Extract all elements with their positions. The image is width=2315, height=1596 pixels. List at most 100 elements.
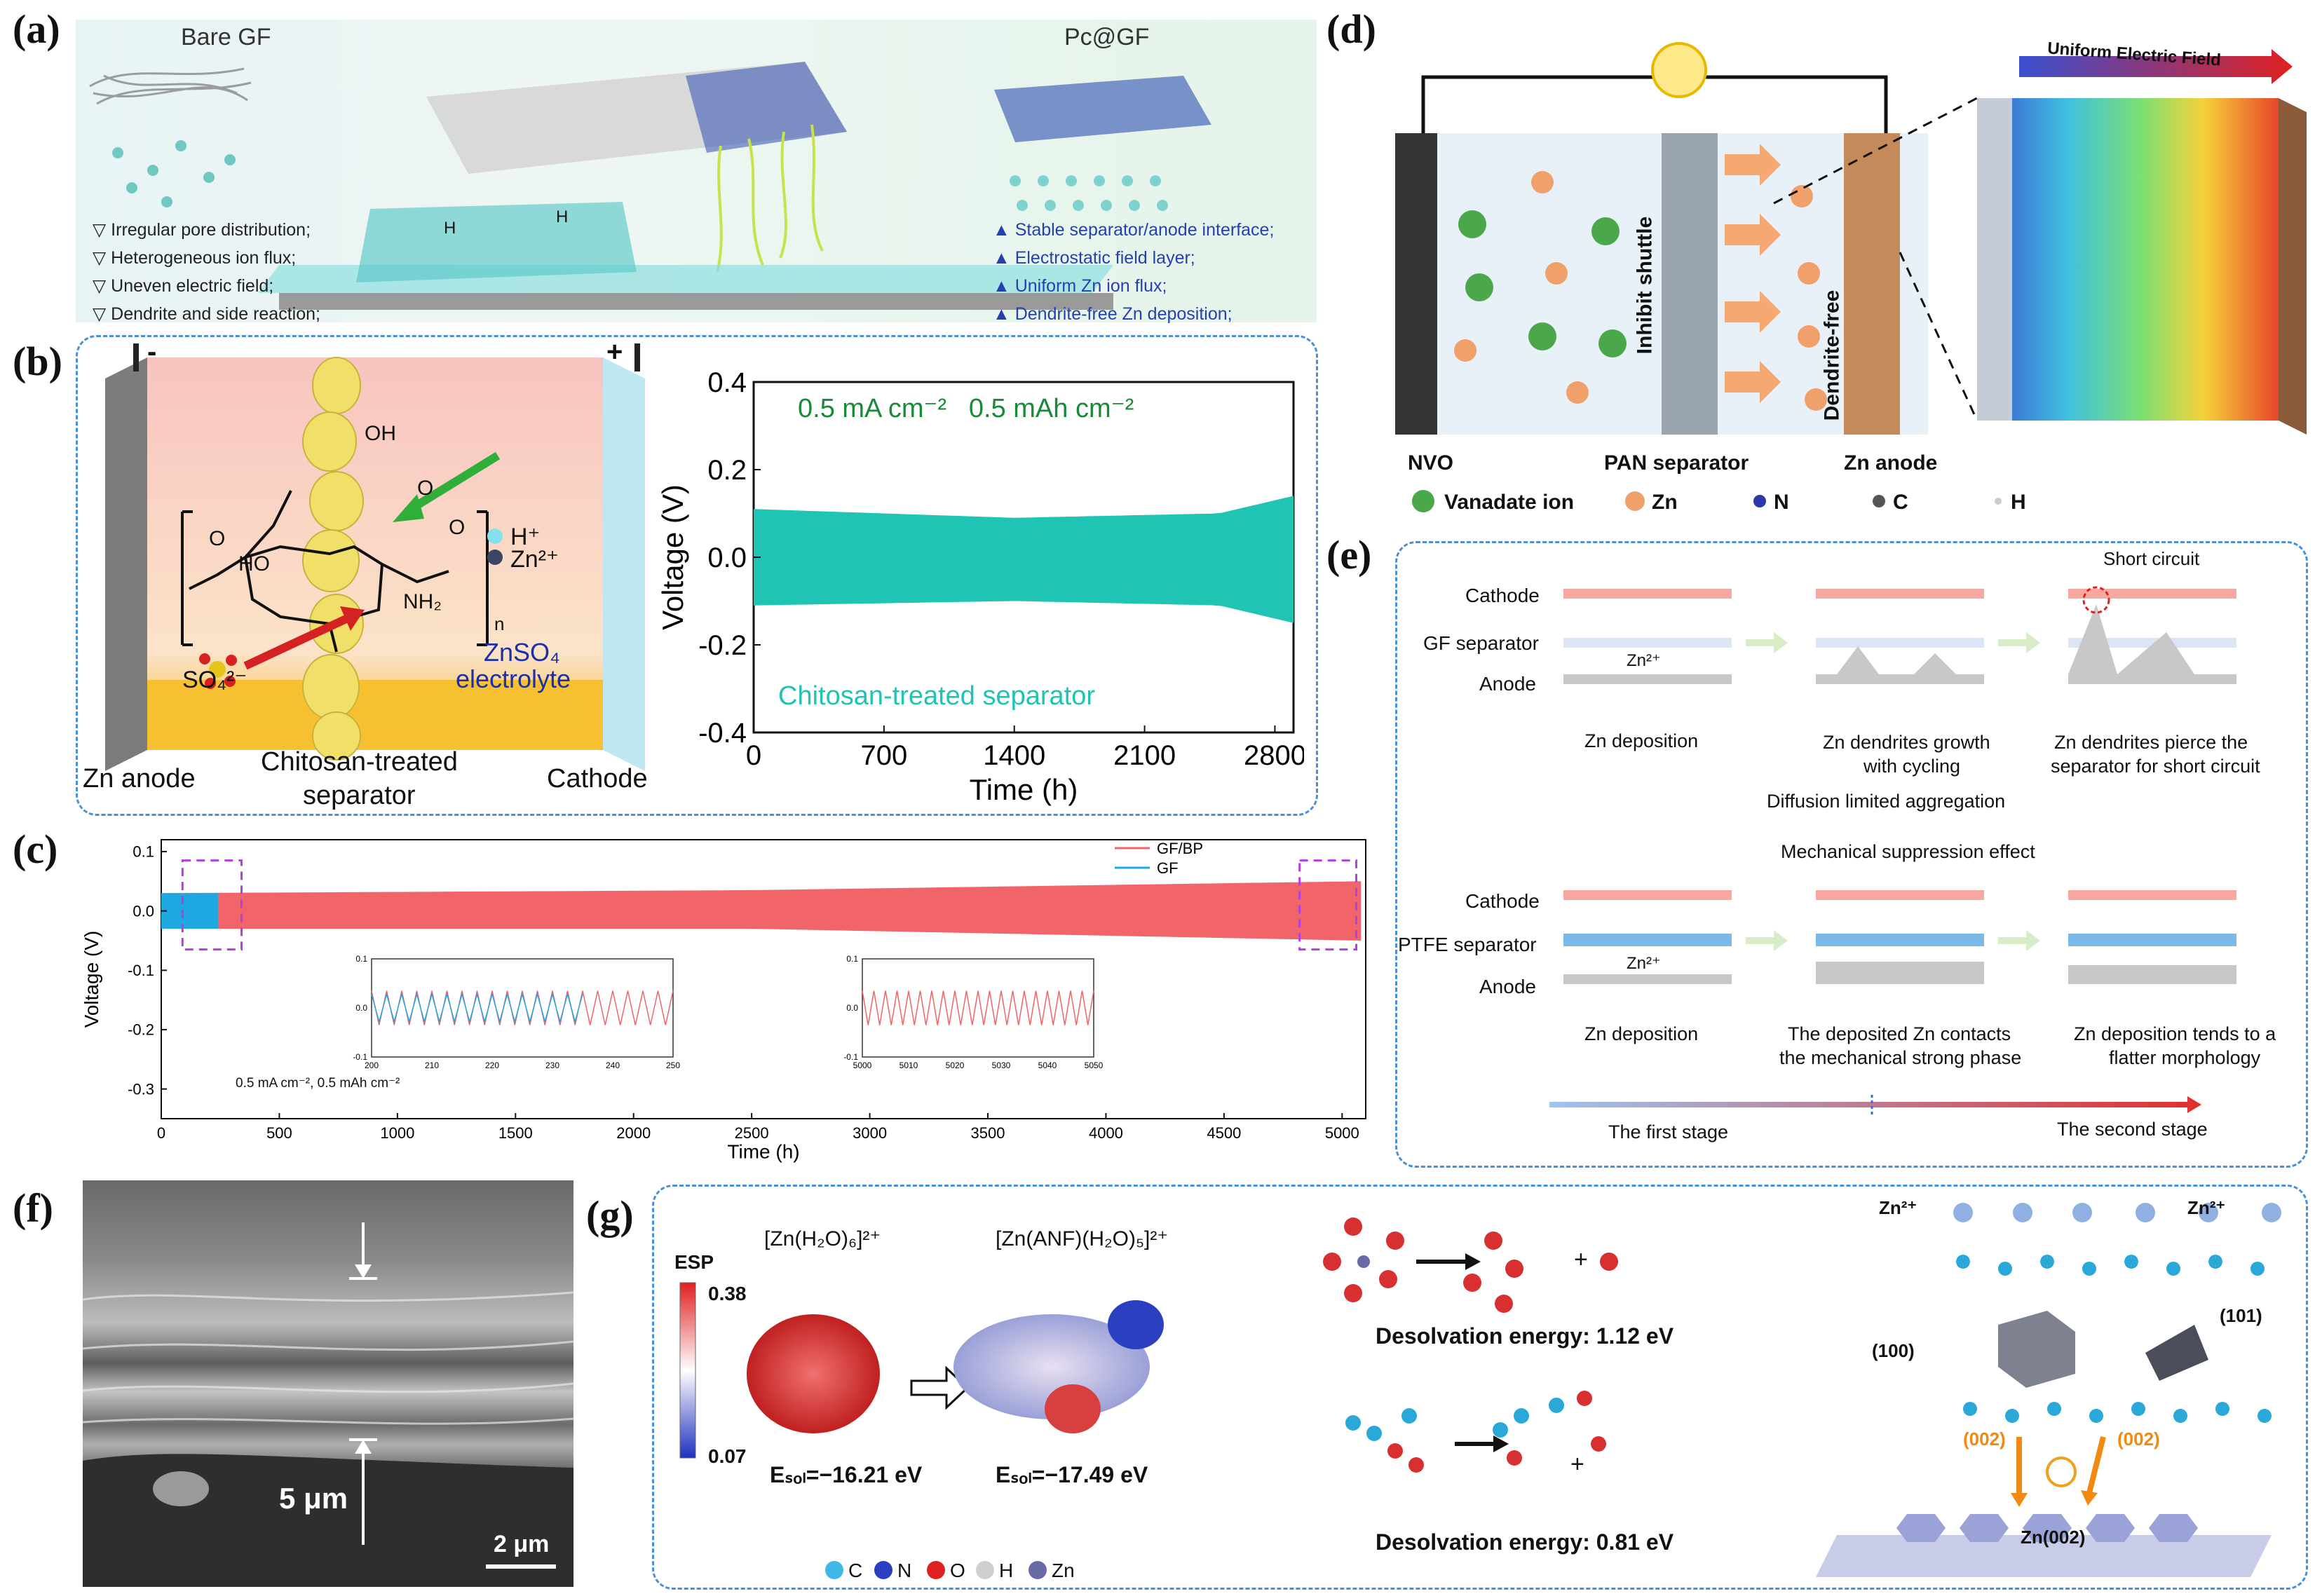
dla-label: Diffusion limited aggregation (1767, 791, 2006, 812)
oh-label: OH (365, 422, 396, 445)
chart-c-condition: 0.5 mA cm⁻², 0.5 mAh cm⁻² (236, 1076, 400, 1091)
legend-vanadate: Vanadate ion (1444, 491, 1575, 514)
esp-min-label: 0.07 (708, 1445, 747, 1467)
atom-legend-zn: Zn (1052, 1560, 1075, 1581)
pc-gf-point: ▲ Electrostatic field layer; (993, 248, 1195, 268)
x-tick-label: 4500 (1207, 1124, 1241, 1142)
y-axis-label: Voltage (V) (659, 484, 689, 630)
x-tick-label: 4000 (1089, 1124, 1123, 1142)
inset-y-tick-label: 0.0 (846, 1003, 858, 1013)
y-tick-label: 0.4 (707, 367, 747, 398)
ptfe-separator-label: PTFE separator (1398, 934, 1537, 955)
zn2-left-label: Zn²⁺ (1879, 1197, 1917, 1218)
highlight-box-end (1298, 859, 1358, 951)
facet-002-right: (002) (2117, 1428, 2160, 1450)
chart-b-series-label: Chitosan-treated separator (778, 681, 1096, 711)
inset-y-tick-label: 0.1 (846, 954, 858, 964)
second-stage-label: The second stage (2057, 1119, 2208, 1140)
x-tick-label: 700 (860, 740, 907, 771)
panel-b-frame (76, 335, 1318, 816)
bottom-caption-3b: flatter morphology (2109, 1047, 2261, 1068)
pc-gf-point: ▲ Uniform Zn ion flux; (993, 276, 1167, 296)
panel-a-graphic (89, 62, 1211, 310)
top-caption-3b: separator for short circuit (2051, 756, 2260, 777)
x-tick-label: 3500 (971, 1124, 1005, 1142)
bottom-caption-1: Zn deposition (1584, 1023, 1699, 1044)
x-axis-label: Time (h) (970, 773, 1078, 806)
bare-gf-point: ▽ Irregular pore distribution; (93, 220, 311, 240)
first-stage-label: The first stage (1608, 1121, 1729, 1143)
y-tick-label: 0.2 (707, 455, 747, 486)
top-caption-1: Zn deposition (1584, 730, 1699, 751)
y-tick-label: 0.1 (133, 843, 154, 861)
highlight-box-start (181, 859, 243, 951)
ring-oxygen-label: O (417, 477, 434, 500)
facet-002-left: (002) (1963, 1428, 2006, 1450)
inset-x-tick-label: 250 (666, 1060, 680, 1070)
bare-gf-point-list: ▽ Irregular pore distribution; ▽ Heterog… (93, 216, 320, 328)
panel-label-c: (c) (13, 826, 58, 872)
y-tick-label: -0.3 (128, 1080, 154, 1098)
ion-label-h-2: H (556, 207, 569, 226)
mechanical-suppression-label: Mechanical suppression effect (1781, 841, 2035, 862)
short-circuit-label: Short circuit (2103, 548, 2200, 569)
inset-x-tick-label: 5010 (899, 1060, 918, 1070)
x-tick-label: 2000 (616, 1124, 651, 1142)
cathode-label: Cathode (547, 764, 648, 793)
atom-legend-h: H (999, 1560, 1014, 1581)
zn002-label: Zn(002) (2021, 1527, 2086, 1548)
zn2-right-label: Zn²⁺ (2187, 1197, 2226, 1218)
inset-x-tick-label: 5040 (1038, 1060, 1057, 1070)
bare-gf-title: Bare GF (181, 24, 271, 50)
atom-legend-n: N (897, 1560, 912, 1581)
y-tick-label: -0.2 (698, 630, 747, 661)
inset-x-tick-label: 5030 (992, 1060, 1011, 1070)
cell-schematic (105, 343, 645, 771)
complex-1-formula: [Zn(H₂O)₆]²⁺ (764, 1227, 881, 1250)
plot-frame (161, 839, 1366, 1119)
y-tick-label: 0.0 (133, 902, 154, 920)
x-tick-label: 2500 (735, 1124, 769, 1142)
sem-scalebar-label: 2 μm (494, 1531, 550, 1557)
atom-legend-o: O (950, 1560, 965, 1581)
sem-thickness-label: 5 μm (279, 1482, 348, 1515)
x-tick-label: 1500 (498, 1124, 533, 1142)
sem-graphic (83, 1222, 573, 1587)
legend-label: GF/BP (1157, 840, 1203, 857)
pan-separator-label: PAN separator (1604, 451, 1749, 475)
inset-x-tick-label: 200 (365, 1060, 379, 1070)
sulfate-label: SO₄²⁻ (182, 667, 247, 693)
separator-label-line2: separator (303, 781, 416, 810)
minus-terminal: - (147, 336, 157, 367)
e-zn2-bottom: Zn²⁺ (1627, 954, 1661, 973)
panel-label-g: (g) (586, 1192, 634, 1238)
facet-100: (100) (1872, 1340, 1915, 1361)
top-caption-2b: with cycling (1863, 756, 1961, 777)
panel-d-graphic (1395, 42, 2307, 512)
series-band-gf (161, 893, 218, 929)
e-zn2-top: Zn²⁺ (1627, 651, 1661, 670)
inset-x-tick-label: 210 (425, 1060, 439, 1070)
legend-c: C (1893, 491, 1908, 514)
panel-d-illustration: Uniform Electric Field Inhibit shuttle D… (1395, 21, 2307, 526)
pc-gf-point-list: ▲ Stable separator/anode interface; ▲ El… (993, 216, 1274, 328)
x-tick-label: 5000 (1325, 1124, 1359, 1142)
panel-label-e: (e) (1326, 532, 1372, 578)
bottom-caption-2a: The deposited Zn contacts (1788, 1023, 2011, 1044)
ion-label-h-1: H (444, 219, 456, 238)
x-axis-label: Time (h) (727, 1140, 799, 1162)
esol-1: Eₛₒₗ=−16.21 eV (770, 1462, 923, 1487)
x-tick-label: 1400 (983, 740, 1045, 771)
esol-2: Eₛₒₗ=−17.49 eV (996, 1462, 1148, 1487)
panel-label-f: (f) (13, 1185, 53, 1231)
plus-sign-2: + (1570, 1451, 1584, 1478)
panel-b-cell-diagram: - + H⁺ Zn²⁺ OH O O O HO NH₂ n SO₄²⁻ ZnSO… (105, 336, 645, 771)
inset-y-tick-label: 0.0 (355, 1003, 367, 1013)
inset-y-tick-label: -0.1 (843, 1052, 858, 1062)
desolvation-2: Desolvation energy: 0.81 eV (1376, 1529, 1674, 1555)
panel-g-frame (652, 1185, 2308, 1590)
e-anode-top: Anode (1479, 673, 1536, 695)
inset-x-tick-label: 5050 (1085, 1060, 1104, 1070)
x-tick-label: 3000 (853, 1124, 887, 1142)
pc-gf-point: ▲ Dendrite-free Zn deposition; (993, 304, 1233, 324)
